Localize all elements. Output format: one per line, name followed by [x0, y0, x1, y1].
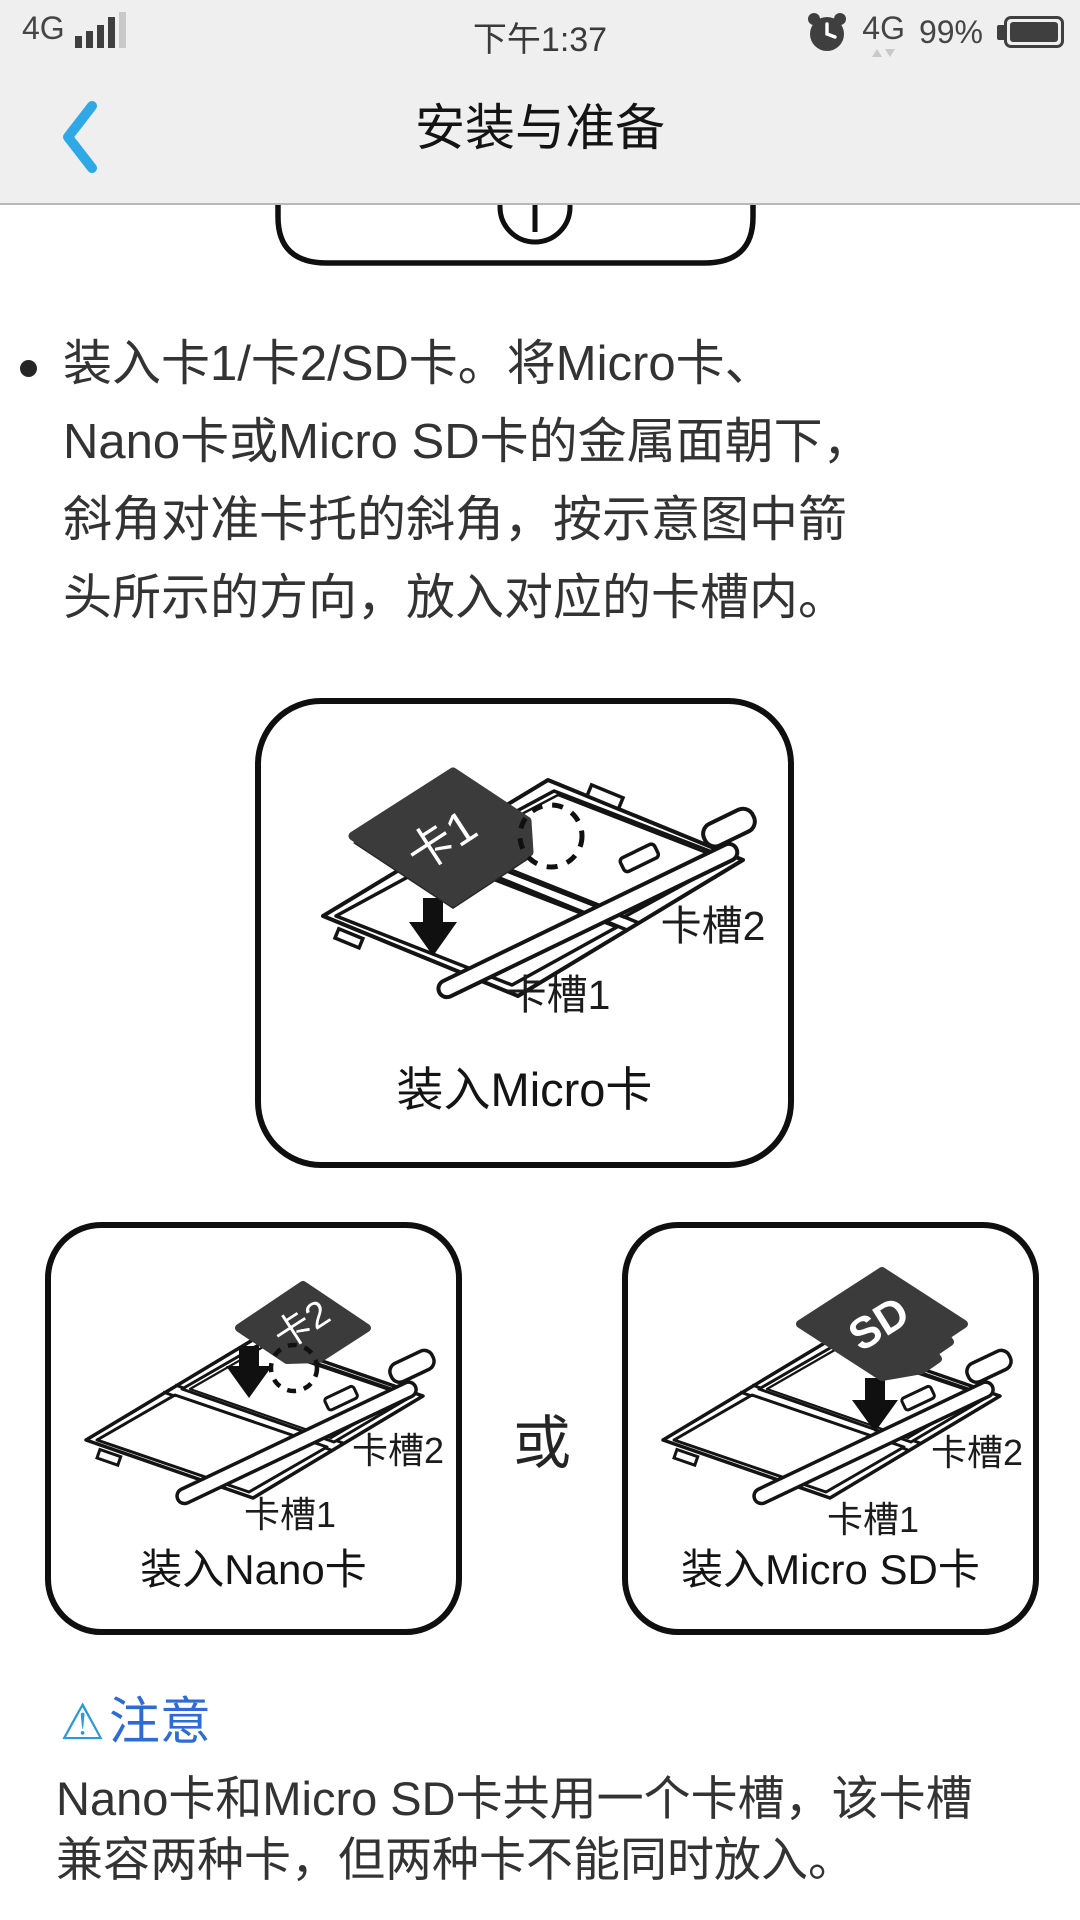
back-button[interactable] [30, 78, 140, 198]
battery-percent: 99% [918, 14, 983, 50]
sim-card [348, 767, 534, 907]
sim-card [235, 1281, 371, 1364]
clock-time: 下午1:37 [472, 21, 608, 59]
warning-triangle-icon: ⚠ [60, 1693, 105, 1751]
figure-caption: 装入Micro SD卡 [681, 1546, 980, 1593]
chevron-left-icon [63, 101, 97, 173]
slot2-label: 卡槽2 [352, 1430, 444, 1471]
previous-figure-cutoff [275, 205, 756, 266]
notch-highlight-circle [268, 1342, 320, 1394]
instruction-line: 头所示的方向，放入对应的卡槽内。 [63, 571, 848, 625]
note-body: Nano卡和Micro SD卡共用一个卡槽，该卡槽 兼容两种卡，但两种卡不能同时… [56, 1768, 1066, 1890]
note-line: Nano卡和Micro SD卡共用一个卡槽，该卡槽 [56, 1772, 973, 1825]
alarm-clock-icon [808, 13, 847, 51]
sim-tray-diagram: SD 卡槽2 卡槽1 [661, 1267, 1023, 1540]
down-arrow-icon [409, 898, 457, 956]
slot1-label: 卡槽1 [506, 972, 611, 1018]
notch-highlight-circle [517, 802, 585, 870]
network-type-label: 4G [862, 9, 905, 46]
down-arrow-icon [226, 1346, 272, 1398]
note-title: ⚠ 注意 [60, 1692, 211, 1752]
page-title: 安装与准备 [415, 100, 665, 156]
slot2-label: 卡槽2 [661, 903, 766, 949]
figure-nano-card: 卡2 卡槽2 卡槽1 装入Nano卡 [45, 1222, 462, 1635]
note-title-text: 注意 [108, 1693, 211, 1750]
instruction-text: 装入卡1/卡2/SD卡。将Micro卡、 Nano卡或Micro SD卡的金属面… [63, 325, 1063, 637]
status-bar: 4G 下午1:37 4G [0, 0, 1080, 64]
figure-micro-card: 卡1 卡槽2 卡槽1 装入Micro卡 [255, 698, 794, 1168]
sd-card [796, 1267, 968, 1381]
slot1-label: 卡槽1 [827, 1499, 919, 1540]
down-arrow-icon [852, 1378, 898, 1432]
bullet-dot [20, 360, 37, 377]
instruction-line: Nano卡或Micro SD卡的金属面朝下， [63, 415, 872, 469]
figure-caption: 装入Nano卡 [140, 1546, 367, 1593]
or-separator: 或 [512, 1411, 571, 1476]
sim-tray-diagram: 卡1 卡槽2 卡槽1 [321, 767, 766, 1018]
instruction-line: 斜角对准卡托的斜角，按示意图中箭 [63, 493, 848, 547]
top-chrome: 4G 下午1:37 4G [0, 0, 1080, 205]
figure-micro-sd-card: SD 卡槽2 卡槽1 装入Micro SD卡 [622, 1222, 1039, 1635]
carrier-label: 4G [22, 10, 65, 46]
figure-caption: 装入Micro卡 [396, 1063, 653, 1116]
slot2-label: 卡槽2 [931, 1432, 1023, 1473]
sim-tray-diagram: 卡2 卡槽2 卡槽1 [84, 1281, 444, 1535]
note-line: 兼容两种卡，但两种卡不能同时放入。 [56, 1833, 855, 1886]
signal-bars-icon [74, 12, 126, 48]
battery-icon [997, 16, 1064, 48]
data-activity-icon [872, 48, 896, 57]
slot1-label: 卡槽1 [244, 1494, 336, 1535]
instruction-line: 装入卡1/卡2/SD卡。将Micro卡、 [63, 337, 774, 391]
